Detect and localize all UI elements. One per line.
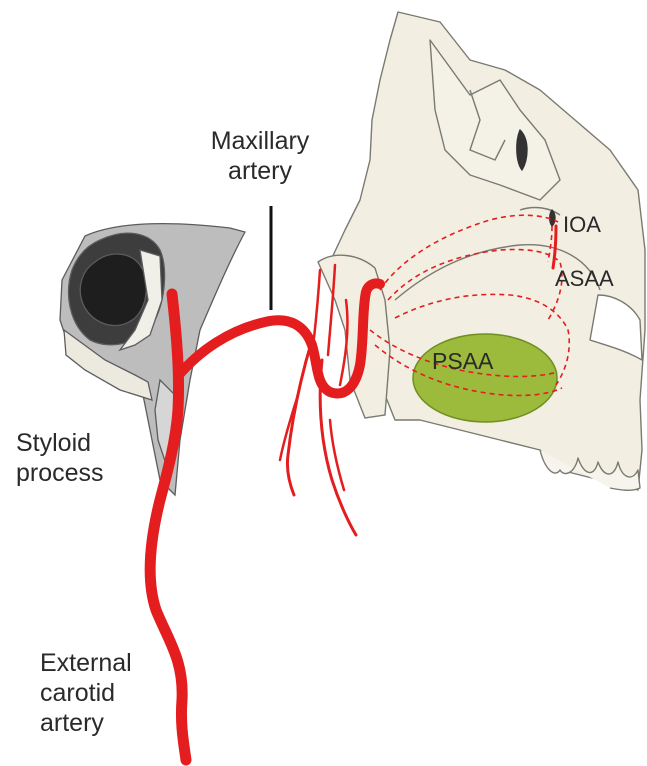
label-line: process [16, 458, 104, 488]
label-ioa: IOA [563, 212, 601, 238]
label-asaa: ASAA [555, 266, 614, 292]
label-line: artery [196, 156, 324, 186]
label-styloid-process: Styloid process [16, 428, 104, 488]
label-line: carotid [40, 678, 132, 708]
label-psaa: PSAA [432, 346, 493, 376]
label-line: artery [40, 708, 132, 738]
label-maxillary-artery: Maxillary artery [196, 126, 324, 186]
label-line: Styloid [16, 428, 104, 458]
label-line: External [40, 648, 132, 678]
ascending-branch [314, 270, 320, 338]
infraorbital-foramen [550, 210, 555, 226]
label-line: Maxillary [196, 126, 324, 156]
label-external-carotid-artery: External carotid artery [40, 648, 132, 738]
